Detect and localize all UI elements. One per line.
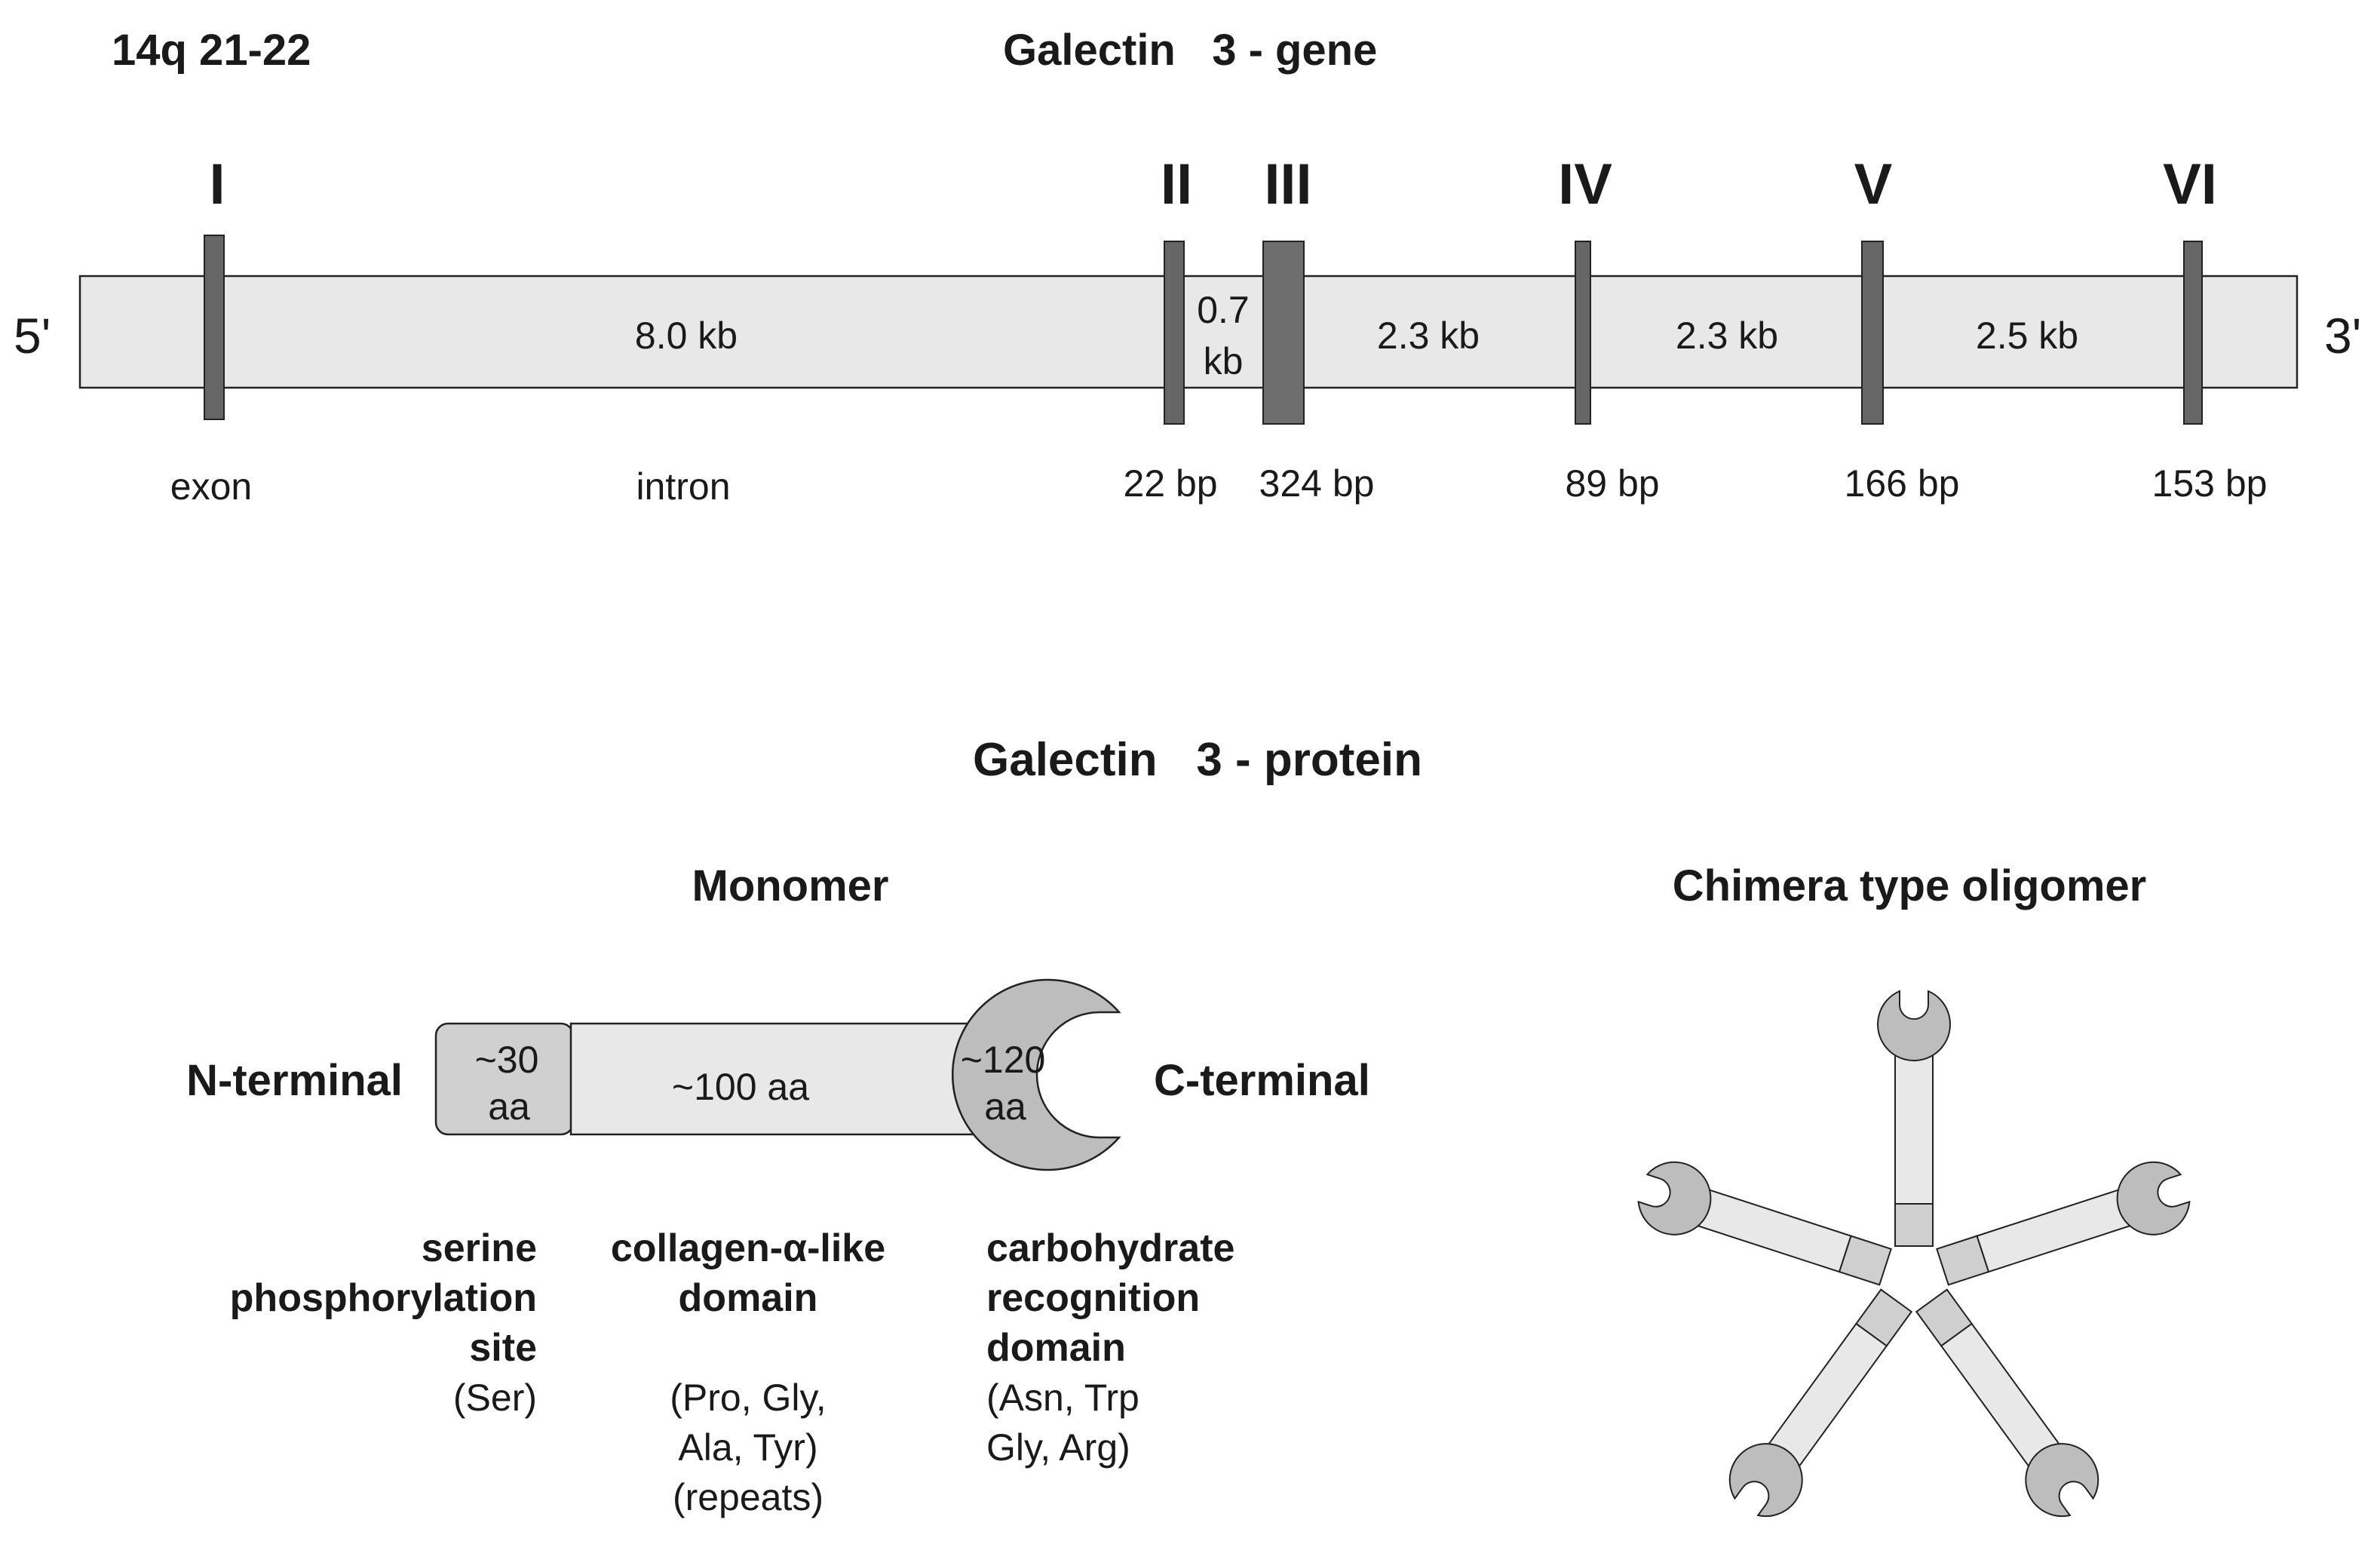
intron-size-1: 8.0 kb bbox=[635, 315, 738, 357]
collagen-segment bbox=[569, 1022, 983, 1136]
oligomer-arm bbox=[1637, 1161, 1892, 1286]
crd-pacman bbox=[951, 978, 1121, 1171]
n-terminal-label: N-terminal bbox=[186, 1056, 403, 1105]
exon-block-5 bbox=[1861, 241, 1884, 425]
oligomer-graphic bbox=[1637, 990, 2191, 1518]
five-prime-label: 5' bbox=[14, 308, 51, 364]
segment-c-line1: ~120 bbox=[961, 1039, 1046, 1081]
oligomer-arm-collagen-segment bbox=[1766, 1322, 1888, 1469]
domain-2-detail-1: (Pro, Gly, bbox=[670, 1377, 826, 1419]
segment-n-line1: ~30 bbox=[475, 1039, 539, 1081]
chromosome-locus: 14q 21-22 bbox=[112, 26, 311, 75]
intron-size-3: 2.3 kb bbox=[1377, 315, 1480, 357]
exon-block-2 bbox=[1164, 241, 1185, 425]
domain-3-line2: recognition bbox=[986, 1276, 1200, 1320]
exon-block-1 bbox=[204, 235, 225, 420]
domain-3-detail-1: (Asn, Trp bbox=[986, 1377, 1139, 1419]
oligomer-arm bbox=[1728, 1288, 1913, 1518]
domain-1-line2: phosphorylation bbox=[230, 1276, 537, 1320]
exon-size-3: 324 bp bbox=[1259, 462, 1375, 505]
oligomer-arm-crd-head bbox=[2116, 1161, 2191, 1236]
three-prime-label: 3' bbox=[2324, 308, 2361, 364]
domain-1-line3: site bbox=[469, 1326, 537, 1370]
oligomer-arm-crd-head bbox=[1728, 1443, 1803, 1518]
exon-size-4: 89 bp bbox=[1565, 462, 1659, 505]
intron-size-2-unit: kb bbox=[1204, 340, 1244, 382]
oligomer-arm bbox=[1915, 1288, 2099, 1518]
intron-size-4: 2.3 kb bbox=[1676, 315, 1778, 357]
intron-size-5: 2.5 kb bbox=[1976, 315, 2078, 357]
oligomer-arm-crd-head bbox=[1637, 1161, 1712, 1236]
domain-2-line1: collagen-α-like bbox=[611, 1226, 885, 1270]
exon-numeral-2: II bbox=[1161, 152, 1192, 216]
domain-3-line1: carbohydrate bbox=[986, 1226, 1234, 1270]
oligomer-arm-collagen-segment bbox=[1894, 1052, 1934, 1205]
oligomer-arm-collagen-segment bbox=[1976, 1188, 2133, 1273]
oligomer-arm-collagen-segment bbox=[1695, 1188, 1852, 1273]
oligomer-arm-crd-head bbox=[1877, 990, 1951, 1062]
exon-size-6: 153 bp bbox=[2152, 462, 2268, 505]
c-terminal-label: C-terminal bbox=[1154, 1056, 1370, 1105]
monomer-graphic bbox=[434, 978, 1121, 1171]
exon-size-2: 22 bp bbox=[1123, 462, 1217, 505]
exon-numeral-1: I bbox=[209, 152, 225, 216]
segment-n-line2: aa bbox=[488, 1085, 530, 1128]
domain-3-detail-2: Gly, Arg) bbox=[986, 1426, 1130, 1469]
exon-numeral-6: VI bbox=[2163, 152, 2217, 216]
domain-2-detail-2: Ala, Tyr) bbox=[678, 1426, 817, 1469]
intron-size-2-number: 0.7 bbox=[1197, 289, 1250, 331]
exon-block-6 bbox=[2183, 241, 2203, 425]
exon-size-5: 166 bp bbox=[1845, 462, 1960, 505]
exon-block-3 bbox=[1262, 241, 1305, 425]
oligomer-arm bbox=[1936, 1161, 2191, 1286]
oligomer-arm-collagen-segment bbox=[1940, 1322, 2062, 1469]
oligomer-title: Chimera type oligomer bbox=[1673, 861, 2146, 910]
exon-size-1: exon bbox=[170, 465, 252, 508]
exon-numeral-5: V bbox=[1854, 152, 1893, 216]
oligomer-arm bbox=[1877, 990, 1951, 1247]
exon-numeral-4: IV bbox=[1558, 152, 1612, 216]
domain-1-detail-1: (Ser) bbox=[453, 1377, 537, 1419]
gene-title: Galectin 3 - gene bbox=[1003, 26, 1377, 75]
oligomer-arm-n-segment bbox=[1894, 1203, 1934, 1247]
domain-1-line1: serine bbox=[422, 1226, 537, 1270]
domain-2-line2: domain bbox=[679, 1276, 818, 1320]
exon-block-4 bbox=[1575, 241, 1591, 425]
intron-label: intron bbox=[636, 465, 730, 508]
monomer-title: Monomer bbox=[692, 861, 889, 910]
domain-3-line3: domain bbox=[986, 1326, 1126, 1370]
domain-2-detail-3: (repeats) bbox=[673, 1476, 823, 1518]
segment-mid-label: ~100 aa bbox=[672, 1066, 809, 1108]
exon-numeral-3: III bbox=[1264, 152, 1311, 216]
segment-c-line2: aa bbox=[984, 1085, 1026, 1128]
oligomer-arm-crd-head bbox=[2025, 1443, 2099, 1518]
gene-bar bbox=[78, 275, 2299, 389]
protein-title: Galectin 3 - protein bbox=[973, 734, 1422, 786]
